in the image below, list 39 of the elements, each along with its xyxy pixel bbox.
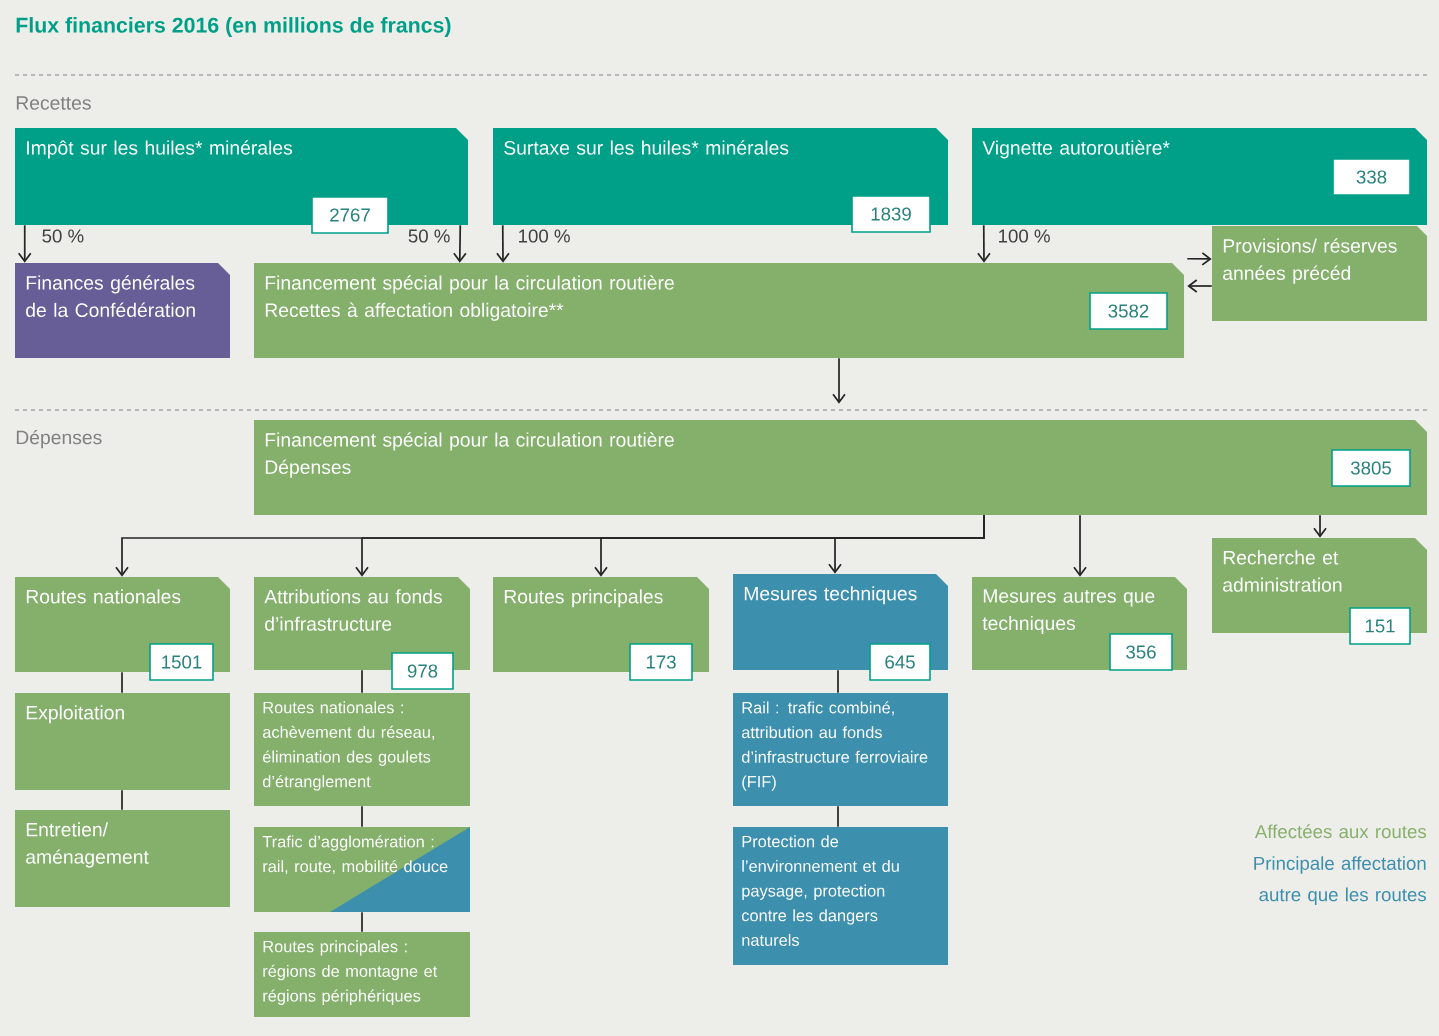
section-label: Dépenses (16, 429, 102, 449)
process-box: Rail : trafic combiné, attribution au fonds d’infrastructure ferroviaire (FIF) (733, 693, 948, 806)
section-label: Recettes (16, 96, 91, 110)
process-box: Routes nationales : achèvement du réseau, élimination des goulets d’étranglement (254, 693, 470, 806)
edge-label: 100 % (999, 229, 1050, 243)
arrow (828, 514, 985, 574)
value-box: 2767 (311, 196, 389, 234)
arrow (1073, 514, 1087, 577)
arrow (496, 224, 510, 263)
arrow (1186, 252, 1212, 266)
value-box: 3582 (1089, 292, 1168, 330)
process-box: Routes principales : régions de montagne et régions périphériques (254, 932, 470, 1017)
value-box: 645 (869, 643, 931, 681)
arrow (1187, 279, 1213, 293)
title: Flux financiers 2016 (en millions de francs) (16, 17, 451, 37)
process-box: Entretien/ aménagement (15, 810, 230, 907)
value-box: 978 (391, 652, 454, 690)
arrow (17, 224, 32, 263)
legend-entry: Affectées aux routes (1254, 824, 1427, 839)
value-box: 173 (629, 643, 693, 681)
process-box: Exploitation (15, 693, 230, 790)
value-box: 356 (1109, 633, 1173, 671)
edge-label: 50 % (42, 229, 84, 243)
edge-label: 50 % (408, 229, 450, 243)
process-box: Trafic d’agglomération : rail, route, mobilité douce (254, 827, 470, 912)
value-box: 1839 (851, 195, 931, 233)
arrow (977, 224, 991, 263)
arrow (453, 224, 467, 263)
legend-entry: Principale affectation autre que les routes (1254, 856, 1427, 905)
value-box: 338 (1332, 158, 1411, 196)
value-box: 1501 (149, 643, 214, 681)
arrow (1313, 514, 1327, 538)
edge-label: 100 % (519, 229, 570, 243)
process-box: Provisions/ réserves années précéd (1212, 226, 1427, 321)
process-box: Finances générales de la Confédération (15, 263, 230, 358)
value-box: 3805 (1331, 449, 1411, 487)
process-box: Protection de l’environnement et du paysage, protection contre les dangers naturels (733, 827, 948, 965)
arrow (832, 357, 846, 404)
value-box: 151 (1349, 607, 1411, 645)
